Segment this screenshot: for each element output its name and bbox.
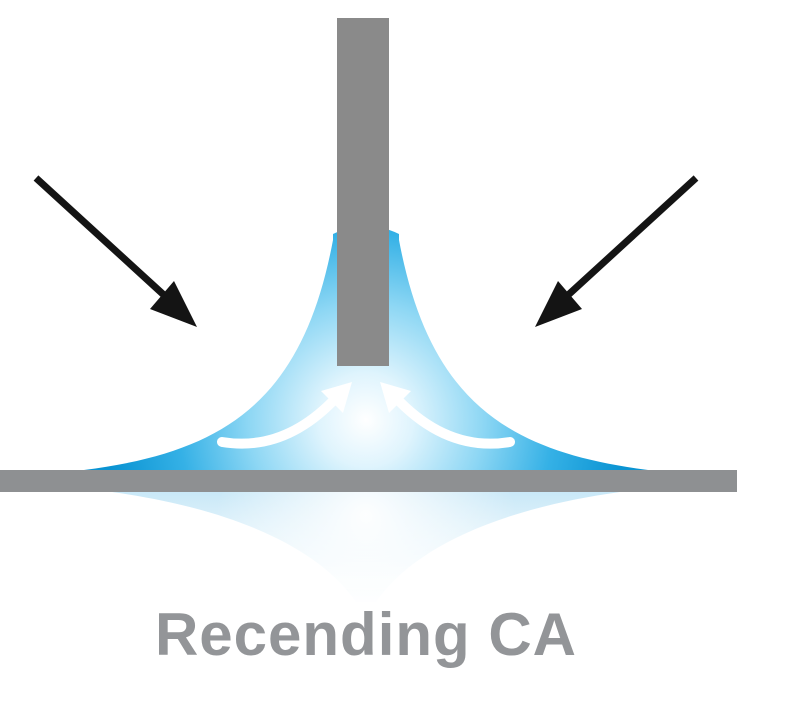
left-receding-flow-arrow-shaft (217, 397, 337, 449)
left-receding-flow-arrowhead-icon (321, 382, 352, 413)
left-inward-arrowhead-icon (150, 281, 197, 327)
caption-label: Recending CA (155, 601, 577, 668)
needle (337, 18, 389, 366)
left-inward-arrow-shaft (33, 175, 168, 299)
right-receding-flow-arrow (380, 382, 515, 449)
right-inward-arrowhead-icon (535, 281, 582, 327)
left-inward-arrow (33, 175, 197, 327)
right-receding-flow-arrowhead-icon (380, 382, 411, 413)
right-receding-flow-arrow-shaft (395, 397, 515, 449)
substrate-surface (0, 470, 737, 492)
right-inward-arrow-shaft (564, 175, 699, 299)
left-receding-flow-arrow (217, 382, 352, 449)
right-inward-arrow (535, 175, 699, 327)
